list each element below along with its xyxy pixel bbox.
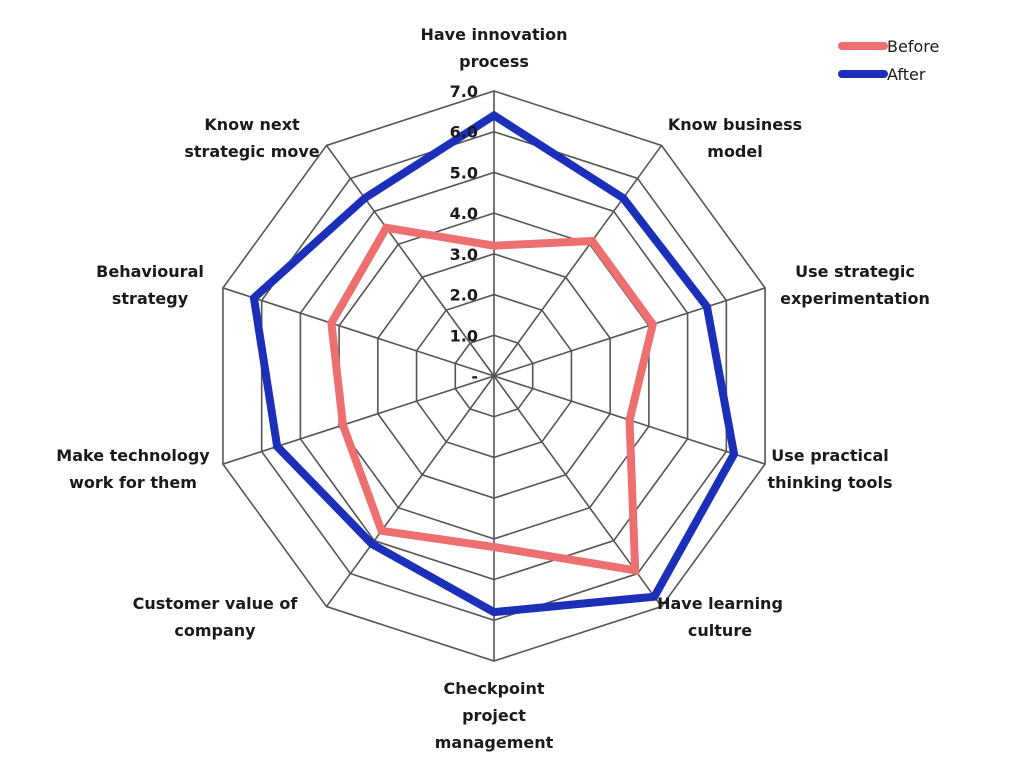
- category-label-line: culture: [688, 621, 752, 640]
- tick-label: 2.0: [450, 286, 478, 305]
- category-label-line: Make technology: [56, 446, 210, 465]
- radial-tick-labels: - 1.0 2.0 3.0 4.0 5.0 6.0 7.0: [450, 82, 478, 386]
- grid-spoke: [325, 144, 495, 377]
- grid-spoke: [222, 287, 495, 377]
- grid-spoke: [325, 375, 495, 608]
- tick-label: 5.0: [450, 163, 478, 182]
- tick-label: 6.0: [450, 123, 478, 142]
- category-label: Behavioural strategy: [96, 262, 204, 308]
- legend-label-after: After: [887, 65, 926, 84]
- tick-label: -: [471, 367, 478, 386]
- category-label: Have innovation process: [420, 25, 567, 71]
- series-before-line: [327, 223, 658, 576]
- category-label-line: Have learning: [657, 594, 783, 613]
- category-label-line: process: [459, 52, 529, 71]
- category-label-line: model: [707, 142, 762, 161]
- category-label: Have learning culture: [657, 594, 783, 640]
- category-label-line: Know next: [204, 115, 300, 134]
- category-label-line: thinking tools: [767, 473, 892, 492]
- category-label: Make technology work for them: [56, 446, 210, 492]
- category-label-line: work for them: [69, 473, 197, 492]
- category-label-line: Customer value of: [133, 594, 299, 613]
- category-label-line: Know business: [668, 115, 802, 134]
- tick-label: 3.0: [450, 245, 478, 264]
- category-label-line: experimentation: [780, 289, 930, 308]
- category-label-line: Use strategic: [795, 262, 915, 281]
- category-label: Know business model: [668, 115, 802, 161]
- radar-grid: [222, 90, 766, 662]
- radar-series: [249, 110, 739, 617]
- category-label: Use practical thinking tools: [767, 446, 892, 492]
- category-label-line: Checkpoint: [443, 679, 544, 698]
- category-label-line: strategic move: [184, 142, 319, 161]
- tick-label: 1.0: [450, 326, 478, 345]
- tick-label: 7.0: [450, 82, 478, 101]
- category-label: Know next strategic move: [184, 115, 319, 161]
- legend-label-before: Before: [887, 37, 939, 56]
- grid-spoke: [493, 144, 663, 377]
- category-label-line: Have innovation: [420, 25, 567, 44]
- grid-spoke: [222, 375, 495, 465]
- category-label-line: Use practical: [771, 446, 888, 465]
- category-label: Customer value of company: [133, 594, 299, 640]
- category-label-line: strategy: [112, 289, 189, 308]
- category-label-line: company: [174, 621, 256, 640]
- tick-label: 4.0: [450, 204, 478, 223]
- category-label-line: Behavioural: [96, 262, 204, 281]
- category-label: Use strategic experimentation: [780, 262, 930, 308]
- category-label-line: management: [435, 733, 554, 752]
- grid-spoke: [493, 287, 766, 377]
- category-label: Checkpoint project management: [435, 679, 554, 752]
- category-label-line: project: [462, 706, 526, 725]
